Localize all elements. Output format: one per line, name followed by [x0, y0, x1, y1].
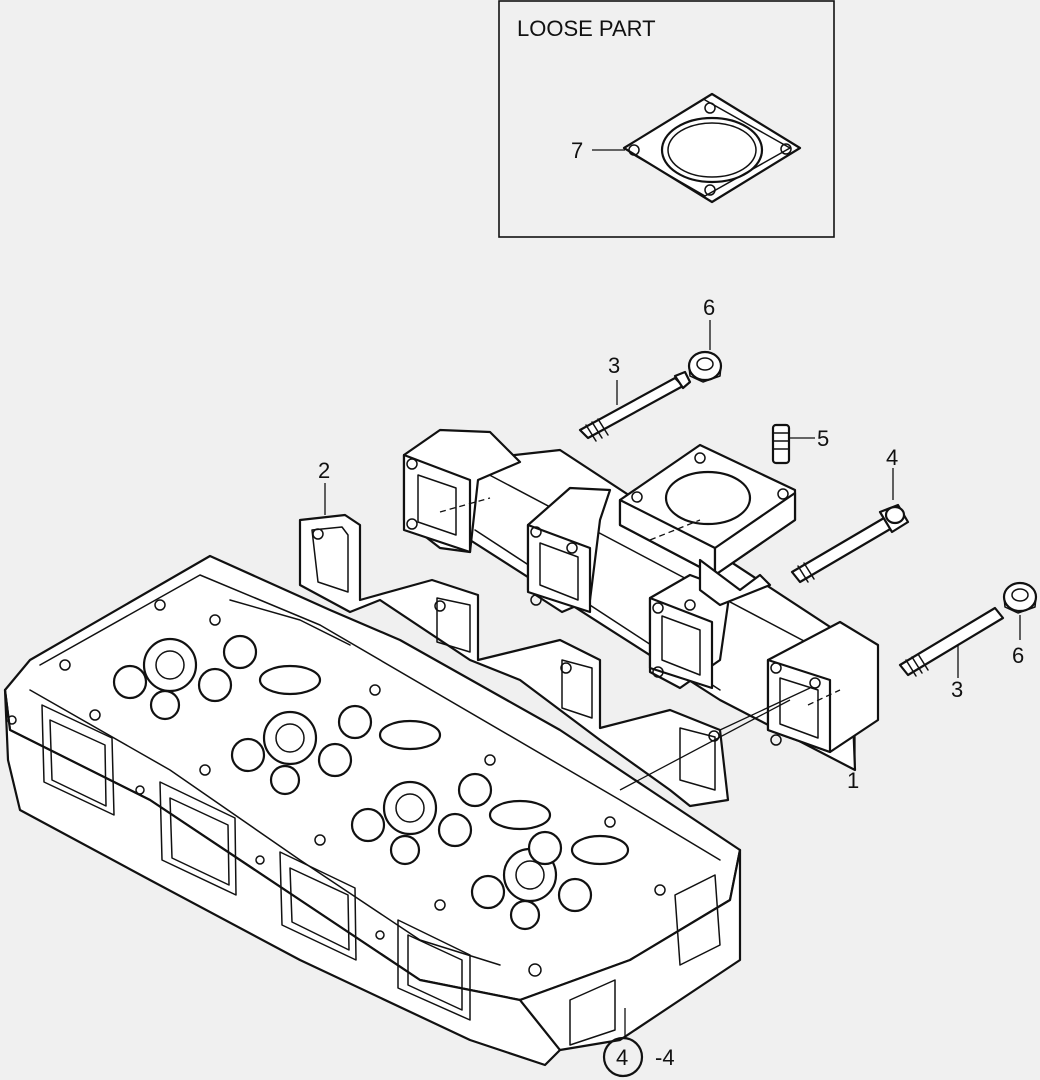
exhaust-manifold	[402, 428, 880, 772]
callout-7: 7	[571, 138, 583, 163]
callout-3-right: 3	[951, 677, 963, 702]
valve-cluster-4	[470, 830, 630, 931]
callout-3-top: 3	[608, 353, 620, 378]
bolt-right	[898, 606, 1005, 677]
reference-suffix: -4	[655, 1045, 675, 1070]
reference-circle-label: 4	[616, 1045, 628, 1070]
alignment-line-1	[619, 699, 791, 791]
manifold-gasket	[298, 513, 730, 808]
loose-part-box: LOOSE PART 7	[498, 0, 835, 238]
callout-2: 2	[318, 458, 330, 483]
alignment-line-2	[719, 687, 811, 731]
callout-4: 4	[886, 445, 898, 470]
long-bolt	[790, 503, 910, 584]
deck-bolt-holes	[7, 599, 666, 977]
callout-6-right: 6	[1012, 643, 1024, 668]
valve-cluster-1	[112, 634, 322, 721]
callout-5: 5	[817, 426, 829, 451]
stud	[771, 423, 791, 465]
exhaust-flange-gasket	[622, 92, 802, 204]
nut-top	[687, 350, 723, 383]
reference-callout: 4 -4	[602, 1008, 675, 1078]
bolt-top	[578, 370, 692, 442]
valve-cluster-3	[350, 772, 552, 866]
callout-1: 1	[847, 768, 859, 793]
nut-right	[1002, 581, 1038, 614]
callout-6-top: 6	[703, 295, 715, 320]
valve-cluster-2	[230, 704, 442, 796]
cylinder-head	[3, 554, 742, 1067]
loose-part-title: LOOSE PART	[517, 16, 656, 41]
